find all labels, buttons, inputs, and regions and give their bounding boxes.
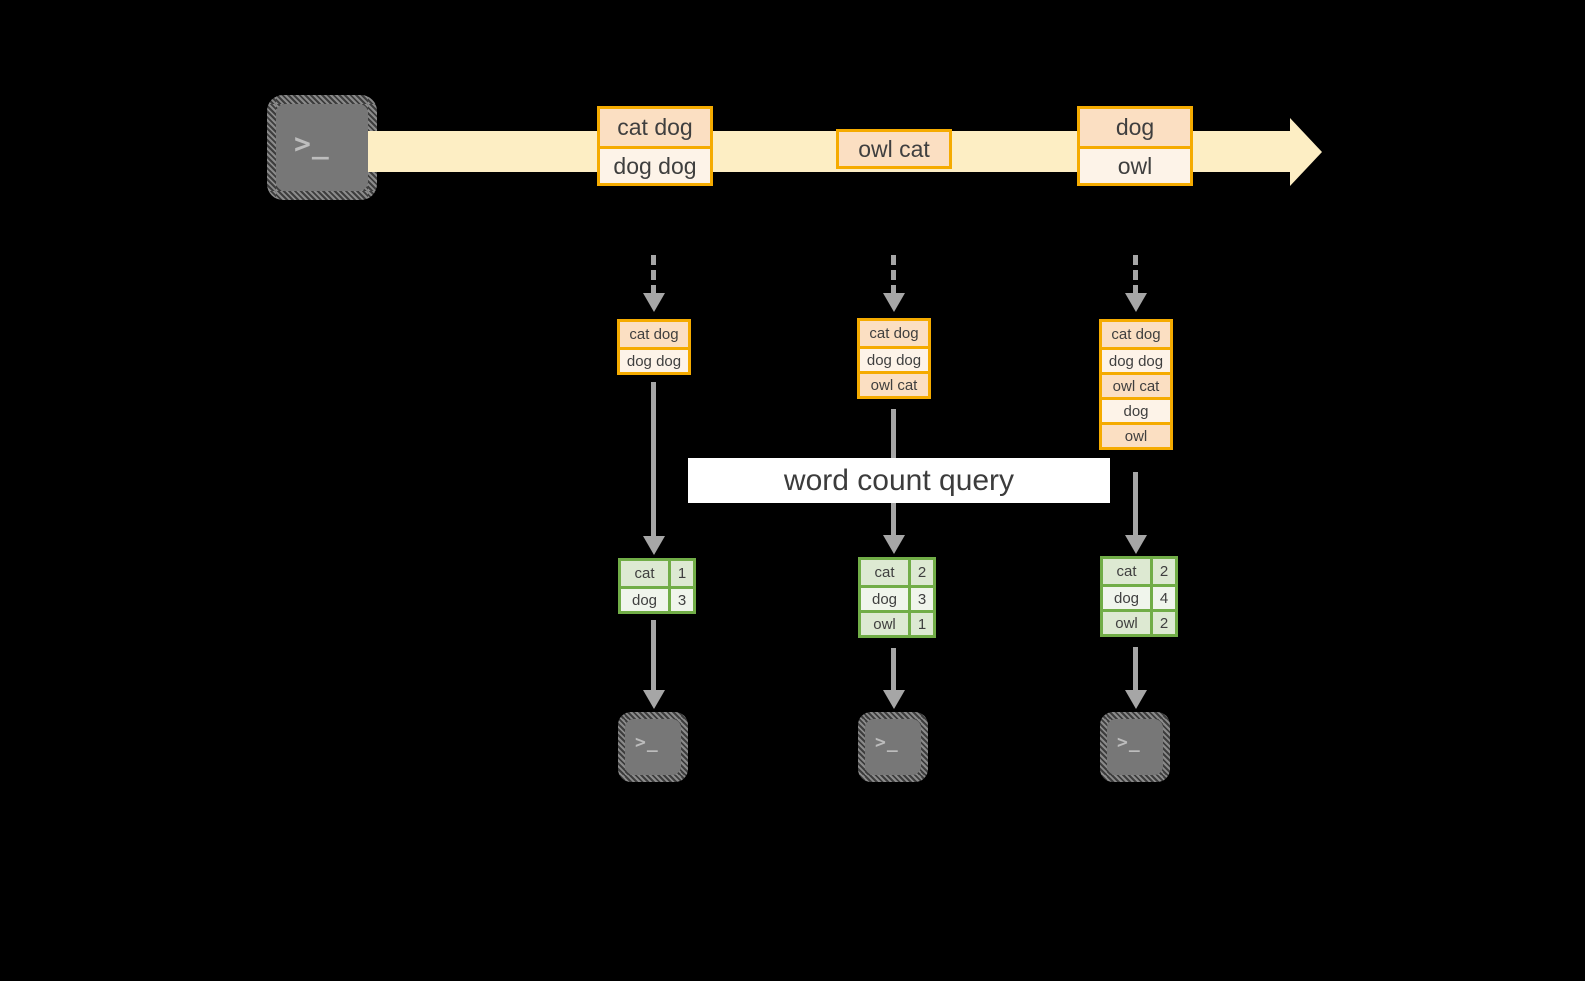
- result-word: dog: [621, 589, 668, 611]
- stream-record: owl cat: [839, 132, 949, 166]
- connector-arrow-head: [883, 535, 905, 554]
- snapshot-1-sink-connector: [651, 620, 656, 692]
- snapshot-2-sink-terminal-icon: >_: [858, 712, 928, 782]
- stream-record: cat dog: [600, 109, 710, 146]
- result-count: 1: [668, 561, 693, 586]
- stream-to-snapshot-connector: [891, 255, 896, 295]
- snapshot-3-query-connector: [1133, 472, 1138, 537]
- input-record: dog dog: [1102, 347, 1170, 372]
- terminal-screen: >_: [865, 719, 921, 775]
- table-row: owl 2: [1103, 609, 1175, 634]
- terminal-prompt-glyph: >_: [1117, 732, 1141, 753]
- input-record: dog dog: [860, 346, 928, 371]
- input-record: dog dog: [620, 347, 688, 372]
- stream-batch-3: dog owl: [1077, 106, 1193, 186]
- snapshot-1-input-table: cat dog dog dog: [617, 319, 691, 375]
- snapshot-1-sink-terminal-icon: >_: [618, 712, 688, 782]
- input-record: owl cat: [860, 371, 928, 396]
- table-row: cat 2: [861, 560, 933, 585]
- snapshot-1-result-table: cat 1 dog 3: [618, 558, 696, 614]
- result-word: cat: [861, 560, 908, 585]
- terminal-screen: >_: [1107, 719, 1163, 775]
- stream-arrow-head: [1290, 118, 1322, 186]
- query-label-band: word count query: [688, 458, 1110, 503]
- connector-arrow-head: [1125, 293, 1147, 312]
- snapshot-3-sink-terminal-icon: >_: [1100, 712, 1170, 782]
- connector-arrow-head: [883, 690, 905, 709]
- snapshot-1-query-connector: [651, 382, 656, 538]
- table-row: owl 1: [861, 610, 933, 635]
- stream-to-snapshot-connector: [651, 255, 656, 295]
- connector-arrow-head: [1125, 690, 1147, 709]
- input-record: cat dog: [860, 321, 928, 346]
- connector-arrow-head: [643, 536, 665, 555]
- table-row: dog 3: [621, 586, 693, 611]
- table-row: dog 4: [1103, 584, 1175, 609]
- result-word: owl: [1103, 612, 1150, 634]
- result-count: 2: [908, 560, 933, 585]
- stream-record: dog: [1080, 109, 1190, 146]
- result-word: cat: [1103, 559, 1150, 584]
- terminal-prompt-glyph: >_: [294, 127, 330, 160]
- result-count: 4: [1150, 587, 1175, 609]
- result-word: dog: [861, 588, 908, 610]
- result-count: 3: [668, 589, 693, 611]
- table-row: cat 1: [621, 561, 693, 586]
- table-row: dog 3: [861, 585, 933, 610]
- query-label: word count query: [783, 463, 1015, 497]
- result-word: owl: [861, 613, 908, 635]
- stream-batch-1: cat dog dog dog: [597, 106, 713, 186]
- result-word: dog: [1103, 587, 1150, 609]
- table-row: cat 2: [1103, 559, 1175, 584]
- stream-record: owl: [1080, 146, 1190, 183]
- connector-arrow-head: [883, 293, 905, 312]
- source-terminal-icon: >_: [267, 95, 377, 200]
- terminal-screen: >_: [276, 104, 368, 191]
- terminal-prompt-glyph: >_: [875, 732, 899, 753]
- input-record: dog: [1102, 397, 1170, 422]
- result-word: cat: [621, 561, 668, 586]
- snapshot-2-input-table: cat dog dog dog owl cat: [857, 318, 931, 399]
- snapshot-3-input-table: cat dog dog dog owl cat dog owl: [1099, 319, 1173, 450]
- result-count: 2: [1150, 612, 1175, 634]
- terminal-screen: >_: [625, 719, 681, 775]
- connector-arrow-head: [1125, 535, 1147, 554]
- stream-record: dog dog: [600, 146, 710, 183]
- input-record: cat dog: [620, 322, 688, 347]
- result-count: 1: [908, 613, 933, 635]
- snapshot-3-sink-connector: [1133, 647, 1138, 692]
- result-count: 2: [1150, 559, 1175, 584]
- connector-arrow-head: [643, 293, 665, 312]
- stream-to-snapshot-connector: [1133, 255, 1138, 295]
- snapshot-2-sink-connector: [891, 648, 896, 692]
- input-record: owl: [1102, 422, 1170, 447]
- stream-batch-2: owl cat: [836, 129, 952, 169]
- input-record: cat dog: [1102, 322, 1170, 347]
- snapshot-2-result-table: cat 2 dog 3 owl 1: [858, 557, 936, 638]
- result-count: 3: [908, 588, 933, 610]
- snapshot-3-result-table: cat 2 dog 4 owl 2: [1100, 556, 1178, 637]
- terminal-prompt-glyph: >_: [635, 732, 659, 753]
- connector-arrow-head: [643, 690, 665, 709]
- input-record: owl cat: [1102, 372, 1170, 397]
